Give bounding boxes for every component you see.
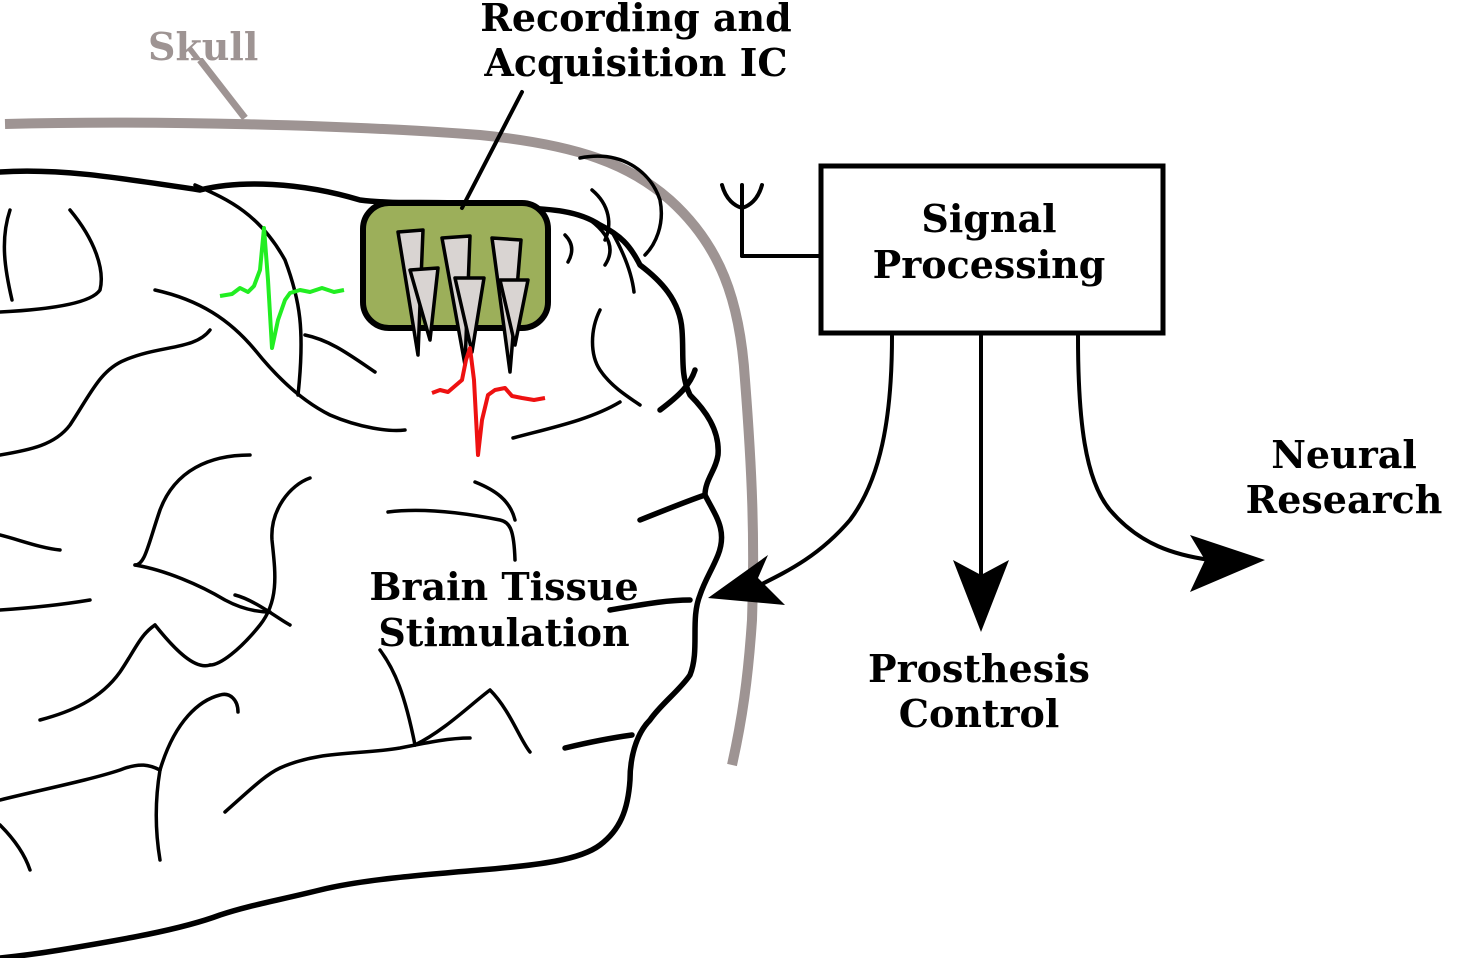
recording-ic (360, 200, 551, 374)
electrode (498, 278, 530, 347)
signal-processing-box (818, 163, 1166, 336)
arrow-stimulation-head (708, 555, 785, 605)
ic-label-line2: Acquisition IC (483, 40, 787, 85)
sp-label-line2: Processing (873, 242, 1106, 287)
meninges-arc (578, 154, 663, 257)
skull-label: Skull (148, 24, 258, 69)
arrow-research-shaft (1076, 334, 1212, 562)
brain-folds (0, 183, 642, 872)
ic-leader-line (460, 90, 524, 210)
brain-front-contour (657, 367, 698, 413)
spike-green (219, 226, 345, 350)
prosthesis-label-line1: Prosthesis (868, 646, 1090, 691)
electrode (408, 266, 440, 342)
arrow-stimulation-shaft (758, 334, 894, 587)
neural-label-line2: Research (1246, 477, 1443, 522)
brain-label-line2: Stimulation (378, 610, 629, 655)
prosthesis-label-line2: Control (899, 691, 1060, 736)
skull-contour (4, 117, 759, 767)
electrode (453, 276, 486, 354)
electrode-array (396, 228, 530, 374)
sp-label-line1: Signal (921, 196, 1056, 241)
brain-front-contour-2 (637, 492, 708, 523)
meninges-arc-2 (590, 188, 611, 242)
antenna-icon (720, 183, 822, 258)
arrow-prosthesis-head (953, 560, 1009, 632)
brain-front-contour-4 (562, 732, 635, 751)
brain-label-line1: Brain Tissue (369, 564, 638, 609)
arrow-research-head (1190, 535, 1265, 592)
ic-label-line1: Recording and (480, 0, 792, 40)
brain-front-contour-3 (607, 597, 693, 613)
spike-red (431, 346, 546, 457)
neural-label-line1: Neural (1271, 432, 1417, 477)
skull-leader-line (197, 57, 248, 121)
